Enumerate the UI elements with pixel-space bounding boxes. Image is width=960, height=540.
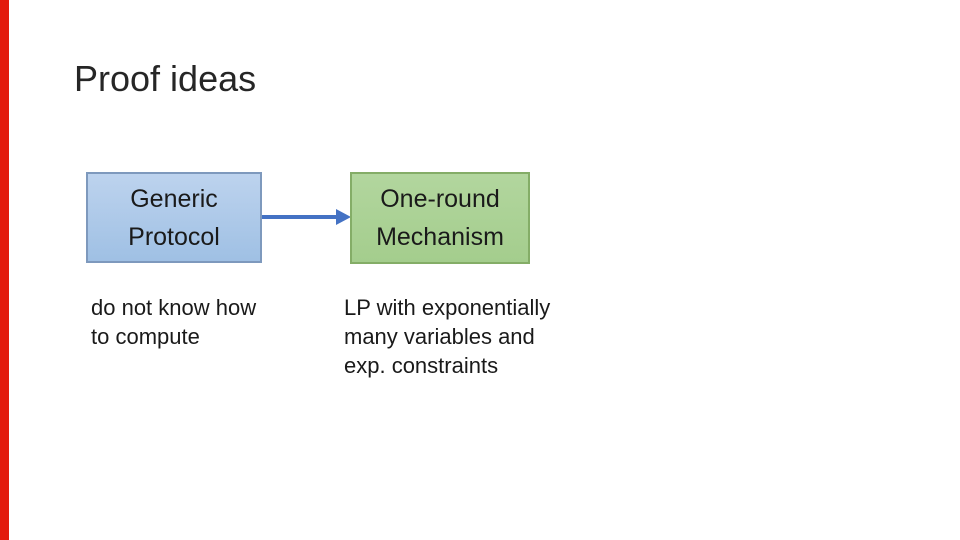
generic-protocol-label-line1: Generic [130, 184, 218, 213]
one-round-mechanism-note-line2: many variables and [344, 324, 535, 349]
one-round-mechanism-label-line1: One-round [380, 185, 500, 213]
one-round-mechanism-label-line2: Mechanism [376, 223, 504, 251]
one-round-mechanism-note: LP with exponentially many variables and… [344, 293, 550, 380]
flow-arrow-head [336, 209, 351, 225]
one-round-mechanism-note-line1: LP with exponentially [344, 295, 551, 320]
one-round-mechanism-note-line3: exp. constraints [344, 353, 499, 378]
page-title: Proof ideas [74, 58, 257, 99]
generic-protocol-note-line1: do not know how [91, 295, 257, 320]
generic-protocol-box: Generic Protocol [86, 172, 262, 263]
generic-protocol-note: do not know how to compute [91, 293, 256, 351]
accent-bar [0, 0, 9, 540]
one-round-mechanism-box: One-round Mechanism [350, 172, 530, 264]
generic-protocol-note-line2: to compute [91, 324, 200, 349]
generic-protocol-label-line2: Protocol [128, 222, 220, 251]
flow-arrow [262, 209, 351, 225]
